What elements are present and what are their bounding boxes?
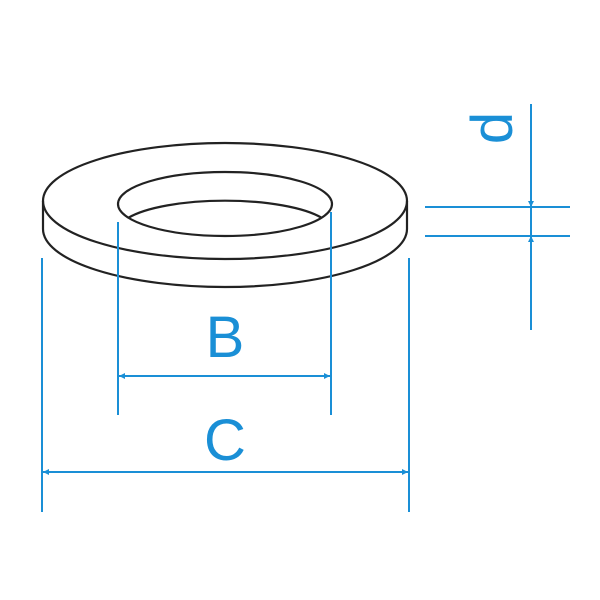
- washer-hole-wall: [127, 199, 323, 219]
- washer-side-band: [41, 201, 409, 289]
- washer-outer-edge: [41, 141, 409, 261]
- label-d: d: [460, 112, 525, 144]
- dimension-lines: [41, 104, 570, 512]
- label-c: C: [204, 408, 246, 473]
- label-b: B: [206, 305, 245, 370]
- washer: [41, 141, 409, 289]
- washer-hole-edge: [116, 170, 334, 238]
